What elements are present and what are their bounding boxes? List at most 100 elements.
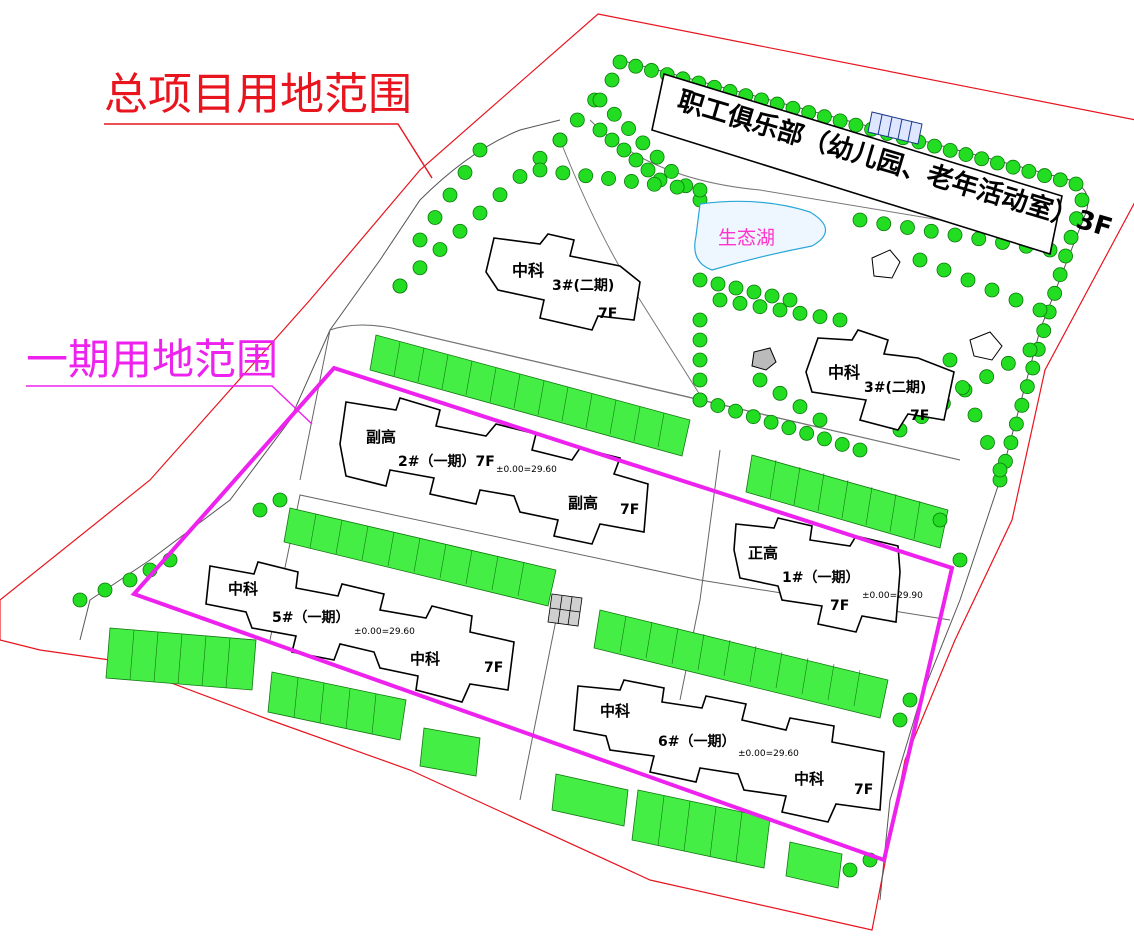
tree — [432, 242, 448, 257]
tree — [832, 312, 848, 328]
tree — [746, 284, 762, 300]
parking-row — [267, 671, 407, 741]
b5-num: 5#（一期） — [272, 610, 349, 626]
tree — [772, 302, 788, 318]
tree — [72, 592, 88, 608]
tree — [992, 462, 1008, 478]
b1-name: 正高 — [748, 544, 778, 562]
b5-elevation: ±0.00=29.60 — [354, 627, 415, 637]
tree — [457, 165, 473, 180]
tree — [555, 165, 571, 181]
tree — [728, 280, 744, 296]
tree — [606, 106, 622, 122]
tree — [1052, 267, 1068, 283]
building-5 — [205, 561, 515, 703]
tree — [980, 435, 995, 450]
tree — [1036, 323, 1052, 339]
b3b-name: 中科 — [828, 363, 860, 382]
tree — [624, 174, 639, 189]
tree — [692, 312, 708, 328]
parking-rows — [105, 334, 949, 889]
tree — [512, 169, 528, 184]
tree — [272, 492, 288, 508]
b6-name-left: 中科 — [600, 702, 630, 720]
building-club — [651, 72, 1063, 256]
tree — [692, 352, 708, 368]
buildings — [205, 72, 1063, 823]
tree — [732, 295, 748, 311]
tree — [1021, 163, 1037, 179]
tree — [728, 403, 743, 419]
tree — [1069, 211, 1084, 227]
tree — [592, 122, 608, 138]
tree — [1074, 192, 1090, 208]
tree — [578, 168, 594, 184]
tree — [763, 414, 779, 430]
b6-floors: 7F — [854, 782, 873, 798]
pavilions — [751, 249, 1003, 371]
tree — [799, 425, 815, 441]
b6-num: 6#（一期） — [658, 734, 735, 750]
tree — [1032, 302, 1048, 318]
tree — [792, 399, 808, 415]
parking-row — [283, 507, 557, 607]
parking-row — [419, 727, 481, 777]
tree — [492, 187, 508, 203]
tree — [710, 276, 726, 292]
tree — [974, 151, 990, 167]
ecological-lake — [694, 200, 827, 271]
b2-floors: 7F — [620, 502, 639, 518]
tree — [947, 227, 963, 243]
b5-name-right: 中科 — [410, 650, 440, 668]
tree — [472, 205, 488, 221]
b1-elevation: ±0.00=29.90 — [862, 591, 923, 601]
tree — [552, 132, 568, 148]
tree — [664, 164, 679, 179]
tree — [427, 210, 443, 225]
tree — [979, 369, 995, 385]
tree — [97, 582, 113, 598]
tree — [1058, 248, 1073, 264]
tree — [960, 272, 976, 288]
b5-name-left: 中科 — [228, 580, 258, 598]
tree — [692, 182, 708, 198]
tree — [1063, 229, 1079, 245]
tree — [1022, 342, 1038, 358]
b2-name-right: 副高 — [568, 494, 598, 512]
tree — [710, 398, 726, 413]
tree — [646, 176, 662, 192]
tree — [601, 171, 616, 186]
court — [867, 111, 923, 145]
b3a-floors: 7F — [598, 306, 617, 322]
tree — [604, 72, 620, 88]
tree — [752, 299, 768, 315]
tree — [412, 260, 428, 276]
building-1 — [733, 517, 901, 633]
phase1-leader-line — [26, 385, 313, 425]
tree — [989, 155, 1005, 171]
tree — [392, 278, 408, 294]
parking-stripes — [129, 341, 921, 863]
tree — [442, 187, 458, 203]
tree — [122, 572, 138, 588]
tree — [640, 162, 656, 178]
tree — [927, 138, 942, 154]
tree — [692, 372, 708, 388]
tree — [592, 92, 608, 108]
tree — [952, 552, 968, 568]
tree — [876, 216, 892, 232]
b3b-num: 3#(二期) — [864, 380, 926, 396]
tree — [764, 288, 780, 304]
tree — [892, 712, 908, 728]
tree — [834, 437, 850, 452]
parking-row — [745, 454, 949, 549]
tree — [848, 117, 864, 133]
parking-row — [105, 627, 257, 691]
tree — [252, 502, 268, 518]
parking-row — [369, 334, 691, 457]
tree — [852, 212, 868, 228]
tree — [621, 121, 636, 136]
tree — [1003, 435, 1019, 451]
tree — [942, 352, 958, 368]
